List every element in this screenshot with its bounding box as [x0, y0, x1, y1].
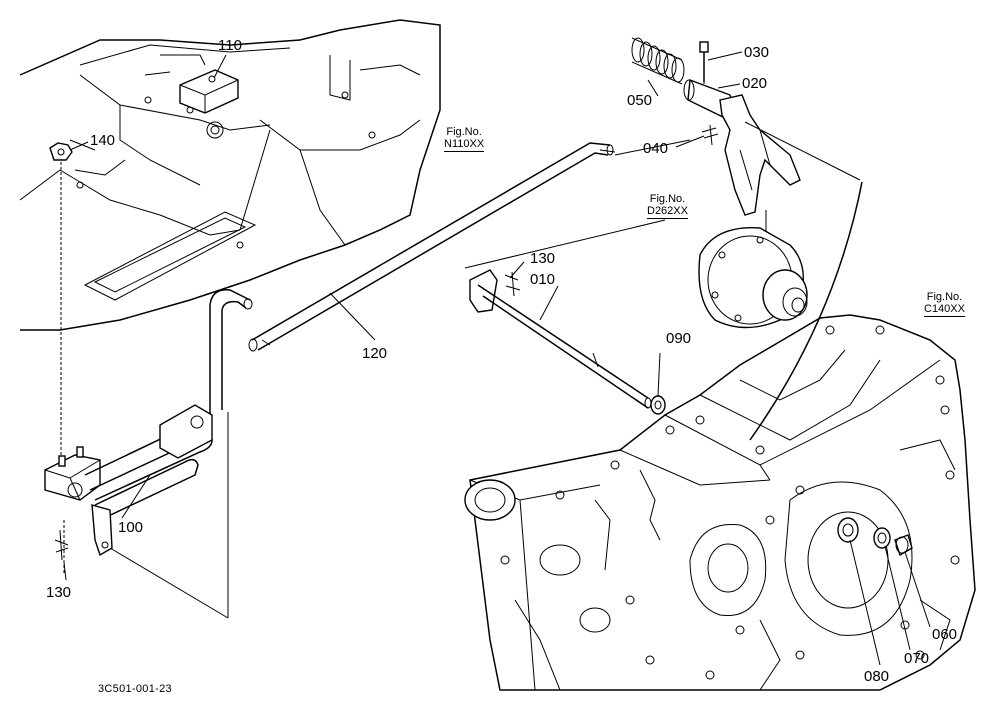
small-parts-060-080 [837, 517, 913, 557]
part-label-020: 020 [742, 75, 768, 92]
transmission-case [464, 314, 976, 691]
fig-ref-n110: Fig.No. N110XX [444, 126, 485, 152]
frame-housing [19, 19, 441, 331]
pin-130-lower [54, 520, 69, 575]
fork-020 [683, 79, 801, 216]
part-label-110: 110 [218, 37, 242, 54]
part-label-090: 090 [666, 330, 692, 347]
nut-140 [49, 142, 73, 455]
spring-050 [631, 37, 685, 85]
part-label-040: 040 [643, 140, 669, 157]
shaft-010 [469, 269, 652, 409]
rod-vertical [109, 289, 253, 619]
part-label-130-upper: 130 [530, 250, 556, 267]
part-label-030: 030 [744, 44, 770, 61]
pin-030 [699, 41, 709, 96]
part-label-050: 050 [627, 92, 653, 109]
part-label-100: 100 [118, 519, 144, 536]
fig-ref-c140: Fig.No. C140XX [924, 291, 965, 317]
part-label-140: 140 [90, 132, 116, 149]
block-110 [179, 69, 239, 114]
part-label-010: 010 [530, 271, 556, 288]
fig-ref-d262: Fig.No. D262XX [647, 193, 688, 219]
guide-lines [464, 121, 863, 441]
coupling-d262 [698, 210, 808, 329]
leader-lines [63, 51, 931, 666]
linkage-100 [44, 404, 213, 557]
drawing-number: 3C501-001-23 [98, 683, 172, 695]
part-label-070: 070 [904, 650, 930, 667]
part-label-120: 120 [362, 345, 388, 362]
part-label-130-lower: 130 [46, 584, 72, 601]
part-label-080: 080 [864, 668, 890, 685]
pin-040 [701, 124, 719, 146]
seal-090 [650, 395, 666, 415]
part-label-060: 060 [932, 626, 958, 643]
rod-120 [248, 142, 616, 352]
